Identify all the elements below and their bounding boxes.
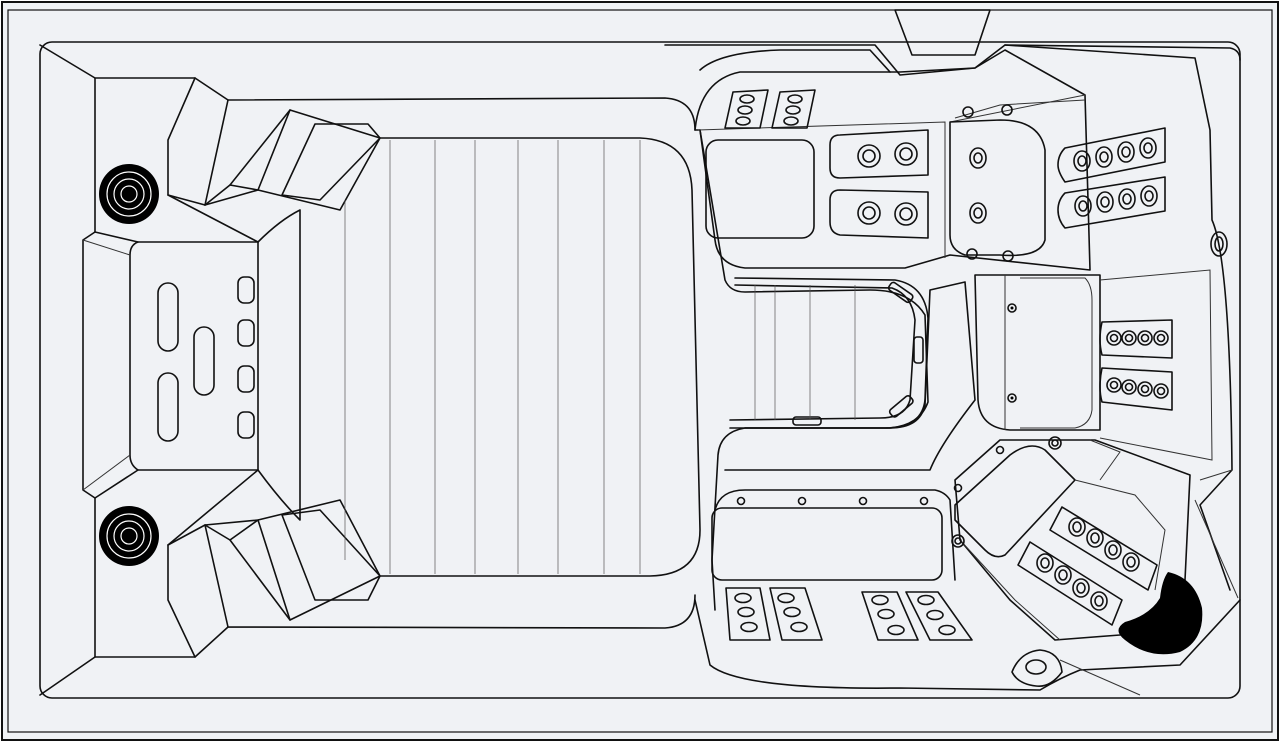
jet-panel-low-1 bbox=[725, 587, 771, 641]
jet-panel-twin-bottom bbox=[829, 189, 929, 239]
jet-panel-row-3 bbox=[1099, 319, 1173, 359]
jet-panel-row-2 bbox=[1057, 176, 1166, 229]
swim-lane bbox=[257, 137, 701, 577]
jet-panel-twin-top bbox=[829, 129, 929, 179]
jet-panel-row-4 bbox=[1099, 367, 1173, 411]
cabinet-border bbox=[7, 9, 1273, 733]
jet-panel-small-1 bbox=[724, 89, 769, 129]
jet-panel-lounger-1 bbox=[1049, 506, 1158, 591]
jet-panel-row-1 bbox=[1057, 127, 1166, 183]
seat-lower-bench bbox=[711, 281, 976, 581]
bottom-fitting bbox=[1011, 649, 1063, 688]
top-notch bbox=[894, 9, 991, 56]
jet-panel-low-4 bbox=[905, 591, 973, 641]
jet-panel-small-2 bbox=[771, 89, 816, 129]
step-bottom-left bbox=[204, 499, 381, 621]
speaker-top bbox=[99, 164, 159, 224]
seat-corner-upper bbox=[949, 99, 1086, 262]
seat-middle-right bbox=[974, 269, 1213, 461]
headrest-pillow bbox=[1118, 572, 1203, 655]
jet-panel-lounger-2 bbox=[1017, 541, 1123, 626]
step-top-left bbox=[204, 109, 381, 211]
jet-panel-low-3 bbox=[861, 591, 919, 641]
swim-jet-wall bbox=[39, 44, 696, 696]
right-wall-lines bbox=[1059, 469, 1239, 696]
speaker-bottom bbox=[99, 506, 159, 566]
jet-panel-low-2 bbox=[769, 587, 823, 641]
drain-fitting-right bbox=[1210, 231, 1228, 257]
spa-perimeter bbox=[664, 44, 1241, 691]
